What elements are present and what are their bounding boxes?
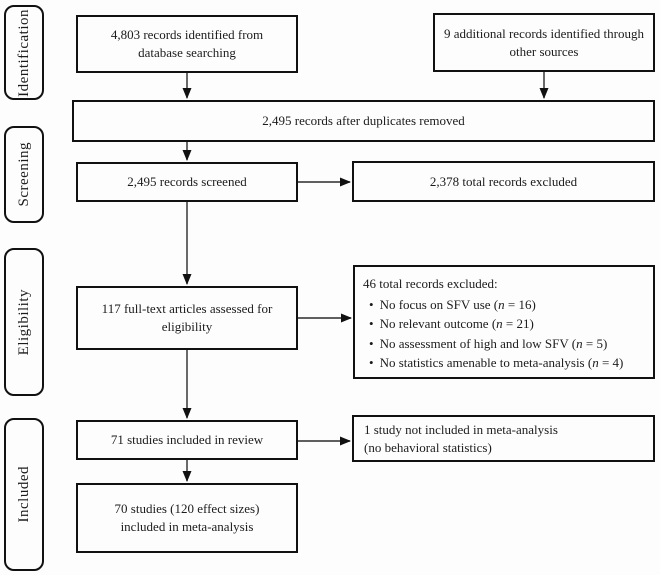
stage-label-included-text: Included [15,466,32,523]
box-included-review: 71 studies included in review [76,420,298,460]
stage-label-included: Included [4,418,44,571]
stage-label-screening-text: Screening [15,142,32,207]
box-included-meta: 70 studies (120 effect sizes) included i… [76,483,298,553]
exclusion-reason-item: No statistics amenable to meta-analysis … [363,353,645,373]
stage-label-identification: Identification [4,5,44,100]
box-records-excluded: 2,378 total records excluded [352,161,655,202]
exclusion-reason-item: No relevant outcome (n = 21) [363,314,645,334]
stage-label-eligibility: Eligibility [4,248,44,396]
exclusion-reason-item: No focus on SFV use (n = 16) [363,295,645,315]
box-not-in-meta: 1 study not included in meta-analysis (n… [352,415,655,462]
box-exclusion-reasons: 46 total records excluded: No focus on S… [353,265,655,379]
exclusion-reason-item: No assessment of high and low SFV (n = 5… [363,334,645,354]
box-fulltext-assessed: 117 full-text articles assessed for elig… [76,286,298,350]
stage-label-identification-text: Identification [15,8,32,97]
box-after-duplicates: 2,495 records after duplicates removed [72,100,655,142]
exclusion-reasons-title: 46 total records excluded: [363,276,498,291]
stage-label-screening: Screening [4,126,44,223]
box-other-sources: 9 additional records identified through … [433,13,655,72]
box-records-screened: 2,495 records screened [76,162,298,202]
box-database-records: 4,803 records identified from database s… [76,15,298,73]
stage-label-eligibility-text: Eligibility [15,288,32,356]
